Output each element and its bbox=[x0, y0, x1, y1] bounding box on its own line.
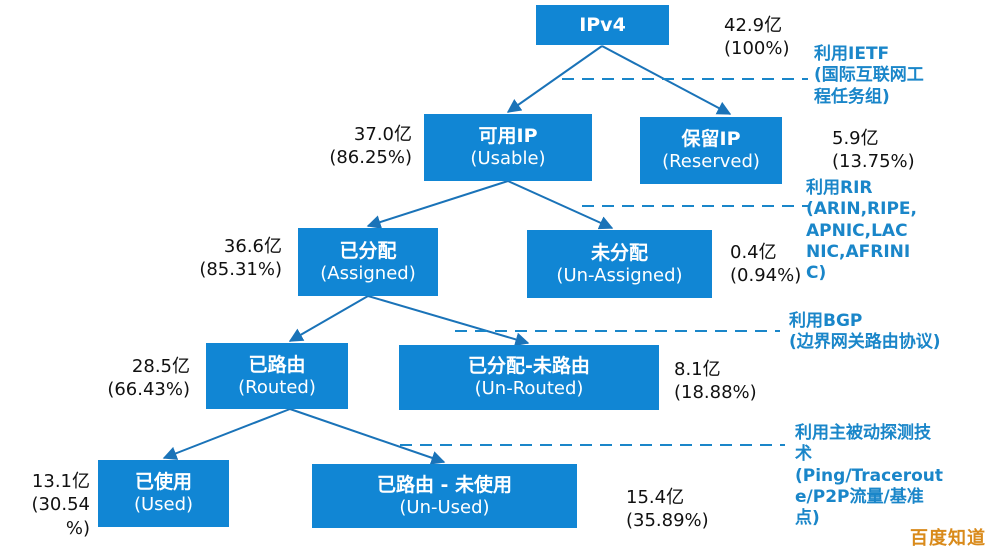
node-usable-sub: (Usable) bbox=[470, 148, 546, 170]
value-used-pct: (30.54 %) bbox=[31, 494, 90, 539]
value-reserved-count: 5.9亿 bbox=[832, 128, 879, 149]
node-reserved-sub: (Reserved) bbox=[662, 151, 760, 173]
edge-ipv4-usable bbox=[506, 45, 603, 113]
note-bgp: 利用BGP (边界网关路由协议) bbox=[789, 311, 941, 353]
node-unrouted-title: 已分配-未路由 bbox=[468, 355, 590, 378]
edge-assigned-routed bbox=[288, 295, 369, 342]
node-unused-title: 已路由 - 未使用 bbox=[376, 473, 513, 496]
value-used-count: 13.1亿 bbox=[31, 471, 90, 492]
value-unrouted-pct: (18.88%) bbox=[674, 382, 757, 404]
node-used-title: 已使用 bbox=[134, 471, 192, 494]
value-unassigned-pct: (0.94%) bbox=[730, 265, 802, 287]
note-rir: 利用RIR (ARIN,RIPE, APNIC,LAC NIC,AFRINI C… bbox=[806, 178, 917, 283]
value-ipv4: 42.9亿 (100%) bbox=[724, 14, 790, 61]
edge-routed-unused bbox=[289, 408, 446, 465]
node-unassigned-sub: (Un-Assigned) bbox=[556, 264, 683, 286]
value-unrouted: 8.1亿 (18.88%) bbox=[674, 358, 757, 405]
node-routed-sub: (Routed) bbox=[238, 376, 316, 398]
value-assigned-count: 36.6亿 bbox=[223, 236, 282, 257]
value-unused-count: 15.4亿 bbox=[626, 487, 685, 508]
node-unrouted: 已分配-未路由 (Un-Routed) bbox=[399, 345, 659, 410]
node-unused: 已路由 - 未使用 (Un-Used) bbox=[312, 464, 577, 528]
value-routed: 28.5亿 (66.43%) bbox=[107, 355, 190, 402]
value-unused: 15.4亿 (35.89%) bbox=[626, 486, 709, 533]
node-reserved-title: 保留IP bbox=[681, 128, 741, 151]
edge-usable-unassigned bbox=[507, 180, 614, 230]
value-used: 13.1亿 (30.54 %) bbox=[31, 470, 90, 540]
edge-usable-assigned bbox=[366, 180, 509, 229]
node-used: 已使用 (Used) bbox=[98, 460, 229, 527]
node-unassigned: 未分配 (Un-Assigned) bbox=[527, 230, 712, 298]
value-reserved-pct: (13.75%) bbox=[832, 151, 915, 173]
node-unrouted-sub: (Un-Routed) bbox=[474, 378, 584, 400]
value-unrouted-count: 8.1亿 bbox=[674, 359, 721, 380]
value-unassigned-count: 0.4亿 bbox=[730, 242, 777, 263]
note-ietf: 利用IETF (国际互联网工 程任务组) bbox=[814, 44, 924, 107]
node-ipv4-title: IPv4 bbox=[579, 13, 626, 36]
node-reserved: 保留IP (Reserved) bbox=[640, 117, 782, 184]
node-unassigned-title: 未分配 bbox=[590, 241, 648, 264]
node-assigned: 已分配 (Assigned) bbox=[298, 228, 438, 296]
node-assigned-sub: (Assigned) bbox=[320, 262, 416, 284]
value-usable-count: 37.0亿 bbox=[353, 124, 412, 145]
value-reserved: 5.9亿 (13.75%) bbox=[832, 127, 915, 174]
edge-assigned-unrouted bbox=[367, 295, 530, 347]
node-usable: 可用IP (Usable) bbox=[424, 114, 592, 181]
watermark: 百度知道 bbox=[910, 528, 986, 549]
value-unused-pct: (35.89%) bbox=[626, 510, 709, 532]
node-ipv4: IPv4 bbox=[536, 5, 669, 45]
value-assigned: 36.6亿 (85.31%) bbox=[199, 235, 282, 282]
node-unused-sub: (Un-Used) bbox=[399, 496, 490, 518]
value-routed-pct: (66.43%) bbox=[107, 379, 190, 401]
node-usable-title: 可用IP bbox=[478, 125, 538, 148]
value-ipv4-count: 42.9亿 bbox=[724, 15, 783, 36]
node-assigned-title: 已分配 bbox=[339, 239, 397, 262]
node-routed: 已路由 (Routed) bbox=[206, 343, 348, 409]
node-routed-title: 已路由 bbox=[248, 353, 306, 376]
edge-routed-used bbox=[162, 408, 291, 460]
value-unassigned: 0.4亿 (0.94%) bbox=[730, 241, 801, 288]
node-used-sub: (Used) bbox=[133, 494, 194, 516]
value-usable-pct: (86.25%) bbox=[329, 147, 412, 169]
value-routed-count: 28.5亿 bbox=[131, 356, 190, 377]
note-probe: 利用主被动探测技 术 (Ping/Tracerout e/P2P流量/基准 点) bbox=[795, 423, 944, 528]
value-assigned-pct: (85.31%) bbox=[199, 259, 282, 281]
value-usable: 37.0亿 (86.25%) bbox=[329, 123, 412, 170]
value-ipv4-pct: (100%) bbox=[724, 38, 790, 60]
